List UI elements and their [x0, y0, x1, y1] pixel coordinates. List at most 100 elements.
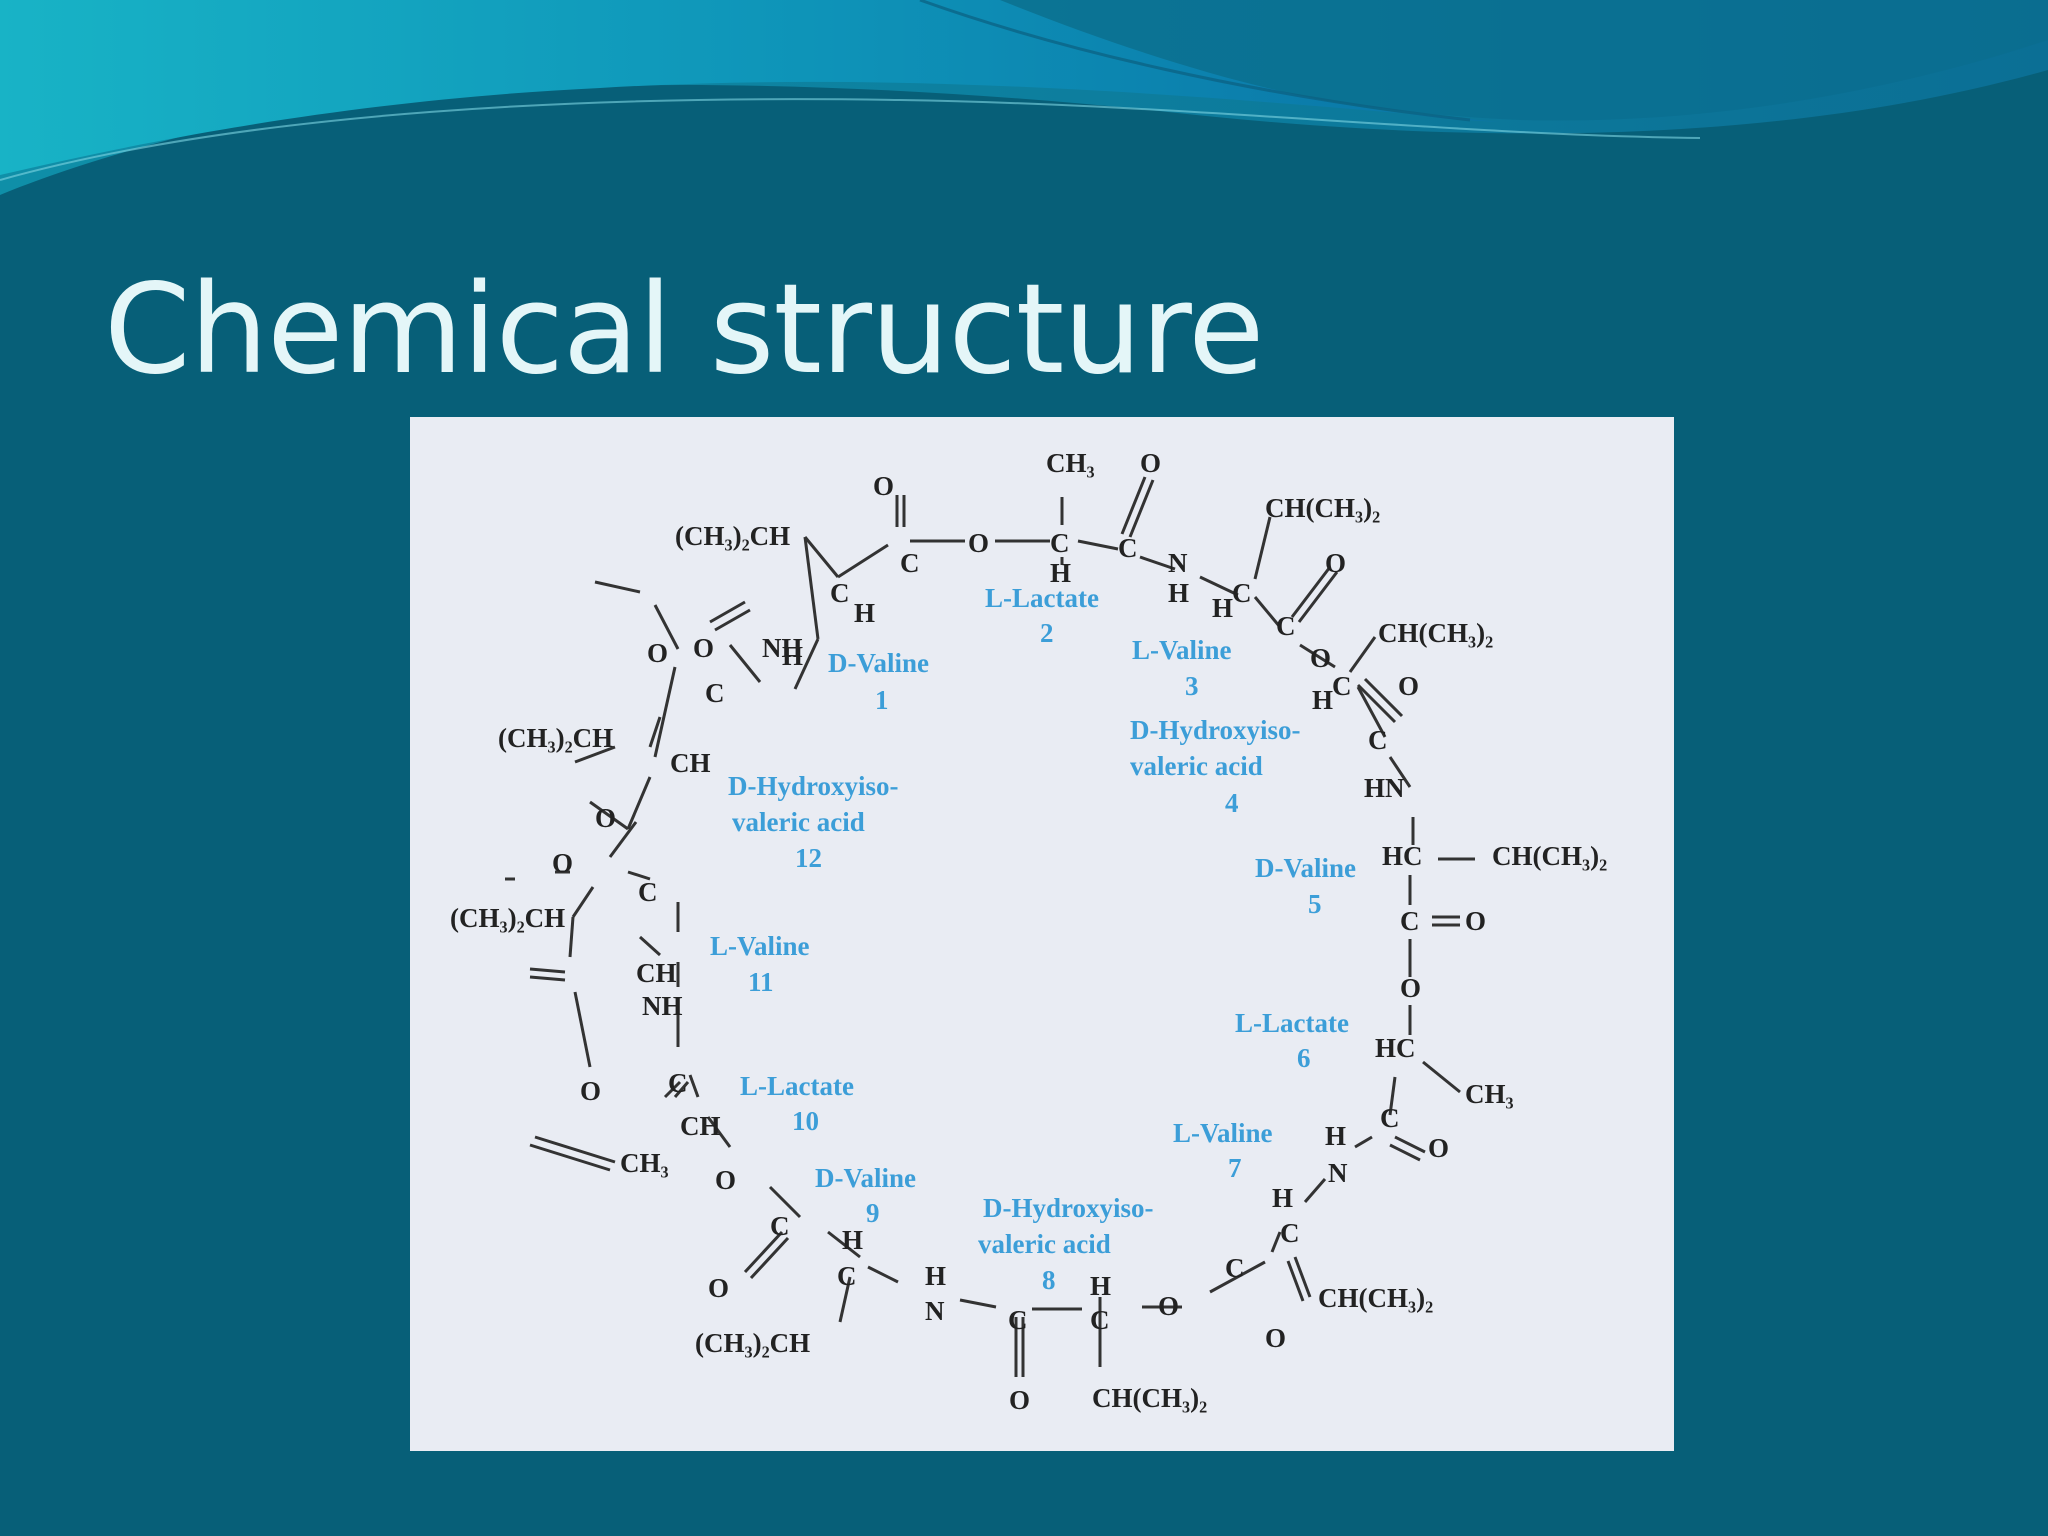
- atom-label: (CH₃)₂CH: [695, 1328, 810, 1358]
- residue-labels: D-Valine 1 L-Lactate 2 L-Valine 3 D-Hydr…: [710, 583, 1356, 1295]
- atom-label: H: [842, 1225, 863, 1255]
- atom-label: NH: [642, 991, 683, 1021]
- atom-label: (CH₃)₂CH: [675, 521, 790, 551]
- residue-name-line2: valeric acid: [1130, 751, 1263, 781]
- atom-label: O: [708, 1273, 729, 1303]
- atom-label: CH(CH₃)₂: [1378, 618, 1493, 648]
- atom-label: CH₃: [620, 1148, 669, 1178]
- atom-label: H: [1272, 1183, 1293, 1213]
- residue-name: L-Valine: [1132, 635, 1232, 665]
- atom-label: O: [1158, 1291, 1179, 1321]
- residue-number: 10: [792, 1106, 819, 1136]
- atom-label: O: [1400, 973, 1421, 1003]
- atom-label: O: [693, 633, 714, 663]
- atom-label: O: [1310, 643, 1331, 673]
- residue-number: 4: [1225, 788, 1239, 818]
- atom-label: H: [1312, 685, 1333, 715]
- atom-label: HN: [1364, 773, 1405, 803]
- residue-number: 8: [1042, 1265, 1056, 1295]
- atom-label: C: [1332, 671, 1352, 701]
- bond-lines: [505, 476, 1475, 1377]
- residue-name: L-Lactate: [1235, 1008, 1349, 1038]
- atom-label: (CH₃)₂CH: [450, 903, 565, 933]
- residue-number: 11: [748, 967, 774, 997]
- residue-number: 7: [1228, 1153, 1242, 1183]
- residue-label-12: D-Hydroxyiso- valeric acid 12: [728, 771, 899, 873]
- atom-label: C: [668, 1068, 688, 1098]
- atom-label: C: [830, 578, 850, 608]
- residue-name: L-Valine: [1173, 1118, 1273, 1148]
- atom-label: C: [1276, 611, 1296, 641]
- atom-label: H: [854, 598, 875, 628]
- atom-label: C: [1280, 1218, 1300, 1248]
- chemical-structure-figure: (CH₃)₂CH C H O C O O C H CH₃ C O N H CH(…: [410, 417, 1674, 1451]
- residue-number: 5: [1308, 889, 1322, 919]
- atom-label: H: [1212, 593, 1233, 623]
- atom-label: CH: [636, 958, 677, 988]
- atom-label: CH: [670, 748, 711, 778]
- atom-label: O: [647, 638, 668, 668]
- atom-label: N: [1168, 548, 1188, 578]
- residue-number: 1: [875, 685, 889, 715]
- residue-label-9: D-Valine 9: [815, 1163, 916, 1228]
- atom-label: NH: [762, 633, 803, 663]
- atom-label: N: [1328, 1158, 1348, 1188]
- atom-label: O: [715, 1165, 736, 1195]
- atom-label: O: [1009, 1385, 1030, 1415]
- atom-label: C: [1380, 1103, 1400, 1133]
- slide-title: Chemical structure: [104, 258, 1264, 402]
- atom-label: O: [873, 471, 894, 501]
- atom-label: C: [1050, 528, 1070, 558]
- atom-label: H: [1325, 1121, 1346, 1151]
- valinomycin-structure-diagram: (CH₃)₂CH C H O C O O C H CH₃ C O N H CH(…: [450, 448, 1607, 1415]
- residue-name: D-Valine: [815, 1163, 916, 1193]
- atom-label: O: [1140, 448, 1161, 478]
- atom-label: C: [1225, 1253, 1245, 1283]
- residue-name-line2: valeric acid: [978, 1229, 1111, 1259]
- atom-label: (CH₃)₂CH: [498, 723, 613, 753]
- atom-label: O: [1325, 548, 1346, 578]
- atom-label: C: [638, 877, 658, 907]
- atom-label: CH(CH₃)₂: [1318, 1283, 1433, 1313]
- residue-name: D-Hydroxyiso-: [728, 771, 899, 801]
- atom-label: C: [1400, 906, 1420, 936]
- residue-name: L-Valine: [710, 931, 810, 961]
- atom-label: O: [1465, 906, 1486, 936]
- atom-labels: (CH₃)₂CH C H O C O O C H CH₃ C O N H CH(…: [450, 448, 1607, 1415]
- atom-label: O: [968, 528, 989, 558]
- atom-label: O: [1265, 1323, 1286, 1353]
- atom-label: O: [1428, 1133, 1449, 1163]
- atom-label: CH(CH₃)₂: [1092, 1383, 1207, 1413]
- residue-name: D-Valine: [828, 648, 929, 678]
- residue-number: 3: [1185, 671, 1199, 701]
- residue-label-10: L-Lactate 10: [740, 1071, 854, 1136]
- atom-label: C: [837, 1261, 857, 1291]
- residue-name: L-Lactate: [985, 583, 1099, 613]
- atom-label: N: [925, 1296, 945, 1326]
- atom-label: O: [1398, 671, 1419, 701]
- atom-label: C: [770, 1211, 790, 1241]
- atom-label: CH: [680, 1111, 721, 1141]
- atom-label: CH₃: [1046, 448, 1095, 478]
- residue-name: D-Hydroxyiso-: [983, 1193, 1154, 1223]
- atom-label: CH(CH₃)₂: [1265, 493, 1380, 523]
- background-wave-decoration: [0, 0, 2048, 240]
- residue-name: L-Lactate: [740, 1071, 854, 1101]
- atom-label: H: [925, 1261, 946, 1291]
- atom-label: H: [1090, 1271, 1111, 1301]
- atom-label: O: [580, 1076, 601, 1106]
- atom-label: C: [1232, 578, 1252, 608]
- atom-label: CH(CH₃)₂: [1492, 841, 1607, 871]
- atom-label: H: [1050, 558, 1071, 588]
- residue-label-7: L-Valine 7: [1173, 1118, 1273, 1183]
- atom-label: C: [1368, 725, 1388, 755]
- residue-number: 12: [795, 843, 822, 873]
- residue-number: 9: [866, 1198, 880, 1228]
- atom-label: C: [1090, 1305, 1110, 1335]
- atom-label: HC: [1375, 1033, 1416, 1063]
- residue-label-8: D-Hydroxyiso- valeric acid 8: [978, 1193, 1154, 1295]
- residue-label-11: L-Valine 11: [710, 931, 810, 997]
- atom-label: C: [1118, 533, 1138, 563]
- atom-label: HC: [1382, 841, 1423, 871]
